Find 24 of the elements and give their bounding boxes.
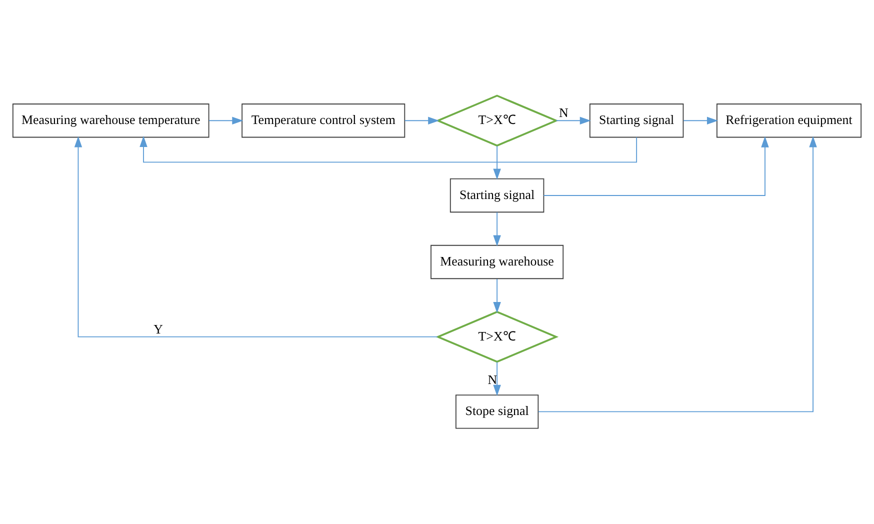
arrow [538, 136, 817, 412]
node-box: Measuring warehouse temperature [12, 104, 210, 138]
node-box: Stope signal [455, 394, 539, 429]
node-box: Temperature control system [242, 104, 406, 138]
edge-label: N [488, 372, 498, 388]
arrow [683, 116, 718, 125]
arrow [208, 116, 244, 125]
node-box: Refrigeration equipment [716, 104, 862, 138]
arrow [543, 136, 769, 196]
edge-label: N [558, 105, 568, 120]
edge-label: Y [154, 321, 163, 336]
arrow [493, 278, 501, 314]
arrow [404, 116, 440, 125]
arrow [556, 116, 591, 125]
arrow [493, 146, 501, 180]
node-diamond: T>X℃ [436, 310, 559, 363]
node-diamond: T>X℃ [436, 94, 559, 147]
arrow [140, 136, 638, 163]
arrow [493, 212, 501, 246]
node-box: Starting signal [450, 178, 544, 213]
node-box: Starting signal [589, 104, 684, 138]
node-box: Measuring warehouse [430, 244, 564, 280]
arrow [493, 362, 501, 396]
arrow [74, 136, 438, 338]
